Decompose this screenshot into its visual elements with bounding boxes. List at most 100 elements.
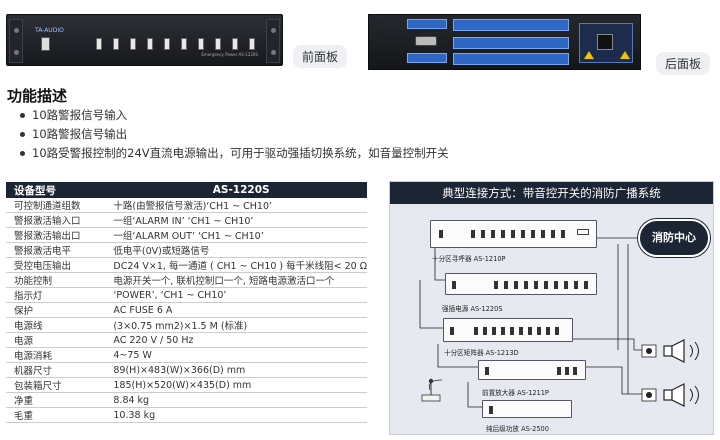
spec-key: 毛重 xyxy=(6,407,108,424)
spec-value: 十路(由警报信号激活)‘CH1 ~ CH10’ xyxy=(107,198,367,214)
spec-key: 警报激活输入口 xyxy=(6,212,108,229)
table-row: 警报激活电平低电平(0V)或短路信号 xyxy=(6,242,367,259)
table-row: 功能控制电源开关一个, 联机控制口一个, 短路电源激活口一个 xyxy=(6,272,367,289)
terminal-block xyxy=(453,53,569,65)
channel-button xyxy=(198,38,204,50)
speaker-icon xyxy=(641,383,699,407)
power-amp-unit xyxy=(482,400,572,418)
table-row: 指示灯‘POWER’, ‘CH1 ~ CH10’ xyxy=(6,287,367,304)
spec-value: (3×0.75 mm2)×1.5 M (标准) xyxy=(107,317,367,334)
spec-value: AC 220 V / 50 Hz xyxy=(107,332,367,349)
spec-key: 受控电压输出 xyxy=(6,257,108,274)
wire xyxy=(437,344,478,368)
table-row: 电源线(3×0.75 mm2)×1.5 M (标准) xyxy=(6,317,367,334)
power-switch xyxy=(41,37,50,51)
channel-button xyxy=(249,38,255,50)
emergency-power-label: 强插电源 AS-1220S xyxy=(442,305,503,313)
connection-diagram: 典型连接方式：带音控开关的消防广播系统 十分区寻呼器 AS-1210P 强插电源… xyxy=(389,181,714,435)
spec-value: ‘POWER’, ‘CH1 ~ CH10’ xyxy=(107,287,367,304)
matrix-label: 十分区矩阵器 AS-1213D xyxy=(444,349,519,357)
paging-console-unit xyxy=(430,220,597,248)
diagram-title: 典型连接方式：带音控开关的消防广播系统 xyxy=(390,182,713,204)
emergency-power-unit xyxy=(445,273,597,295)
table-row: 警报激活输入口一组‘ALARM IN’ ‘CH1 ~ CH10’ xyxy=(6,212,367,229)
table-row: 警报激活输出口一组‘ALARM OUT’ ‘CH1 ~ CH10’ xyxy=(6,227,367,244)
channel-button xyxy=(215,38,221,50)
front-panel-caption: 前面板 xyxy=(293,45,348,68)
front-logo: TA-AUDIO xyxy=(35,27,64,34)
spec-key: 电源 xyxy=(6,332,108,349)
spec-key: 功能控制 xyxy=(6,272,108,289)
spec-key: 警报激活电平 xyxy=(6,242,108,259)
matrix-unit xyxy=(443,318,573,342)
spec-value: 185(H)×520(W)×435(D) mm xyxy=(107,377,367,394)
table-row: 可控制通道组数十路(由警报信号激活)‘CH1 ~ CH10’ xyxy=(6,198,367,214)
spec-value: DC24 V×1, 每一通道 ( CH1 ~ CH10 ) 每千米线阻< 20 … xyxy=(107,257,367,274)
rack-ear-left xyxy=(9,19,23,63)
terminal-block xyxy=(453,19,569,31)
header-key: 设备型号 xyxy=(6,182,108,198)
db-connector xyxy=(415,36,437,46)
spec-table: 设备型号 AS-1220S 可控制通道组数十路(由警报信号激活)‘CH1 ~ C… xyxy=(6,182,367,424)
channel-button xyxy=(113,38,119,50)
spec-value: AC FUSE 6 A xyxy=(107,302,367,319)
spec-key: 电源消耗 xyxy=(6,347,108,364)
list-item: 10路受警报控制的24V直流电源输出，可用于驱动强插切换系统，如音量控制开关 xyxy=(20,144,449,163)
warning-icon xyxy=(620,51,630,59)
wire xyxy=(467,382,482,408)
channel-button xyxy=(181,38,187,50)
back-panel-image xyxy=(368,14,641,70)
fire-control-center: 消防中心 xyxy=(638,219,710,257)
spec-header-row: 设备型号 AS-1220S xyxy=(6,182,367,198)
spec-value: 8.84 kg xyxy=(107,392,367,409)
spec-value: 10.38 kg xyxy=(107,407,367,424)
spec-value: 电源开关一个, 联机控制口一个, 短路电源激活口一个 xyxy=(107,272,367,289)
spec-key: 机器尺寸 xyxy=(6,362,108,379)
spec-key: 指示灯 xyxy=(6,287,108,304)
paging-console-label: 十分区寻呼器 AS-1210P xyxy=(432,255,506,263)
terminal-block xyxy=(453,37,569,49)
preamp-label: 前置放大器 AS-1211P xyxy=(482,389,549,397)
preamp-unit xyxy=(478,360,586,380)
spec-value: 一组‘ALARM OUT’ ‘CH1 ~ CH10’ xyxy=(107,227,367,244)
wire xyxy=(556,338,642,351)
spec-key: 净重 xyxy=(6,392,108,409)
list-item: 10路警报信号输出 xyxy=(20,125,449,144)
speaker-icon xyxy=(641,339,699,363)
wire xyxy=(586,366,642,395)
channel-button xyxy=(232,38,238,50)
spec-key: 包装箱尺寸 xyxy=(6,377,108,394)
spec-key: 电源线 xyxy=(6,317,108,334)
rack-ear-right xyxy=(266,19,280,63)
spec-key: 警报激活输出口 xyxy=(6,227,108,244)
function-list: 10路警报信号输入 10路警报信号输出 10路受警报控制的24V直流电源输出，可… xyxy=(20,106,449,163)
spec-value: 一组‘ALARM IN’ ‘CH1 ~ CH10’ xyxy=(107,212,367,229)
front-model-text: Emergency Power AS-1220S xyxy=(201,52,258,57)
terminal-block xyxy=(407,19,447,29)
channel-button xyxy=(164,38,170,50)
list-item: 10路警报信号输入 xyxy=(20,106,449,125)
spec-value: 89(H)×483(W)×366(D) mm xyxy=(107,362,367,379)
front-panel-image: TA-AUDIO Emergency Power AS-1220S xyxy=(6,14,283,66)
wire xyxy=(419,280,445,329)
channel-button xyxy=(147,38,153,50)
back-panel-caption: 后面板 xyxy=(656,52,711,75)
channel-button xyxy=(96,38,102,50)
spec-key: 可控制通道组数 xyxy=(6,198,108,214)
terminal-block xyxy=(407,53,447,63)
spec-value: 4~75 W xyxy=(107,347,367,364)
spec-value: 低电平(0V)或短路信号 xyxy=(107,242,367,259)
power-socket-icon xyxy=(597,34,613,50)
function-title: 功能描述 xyxy=(7,87,68,105)
microphone-icon xyxy=(421,378,441,402)
header-model: AS-1220S xyxy=(107,182,367,198)
power-inlet-panel xyxy=(579,23,633,63)
channel-button xyxy=(130,38,136,50)
